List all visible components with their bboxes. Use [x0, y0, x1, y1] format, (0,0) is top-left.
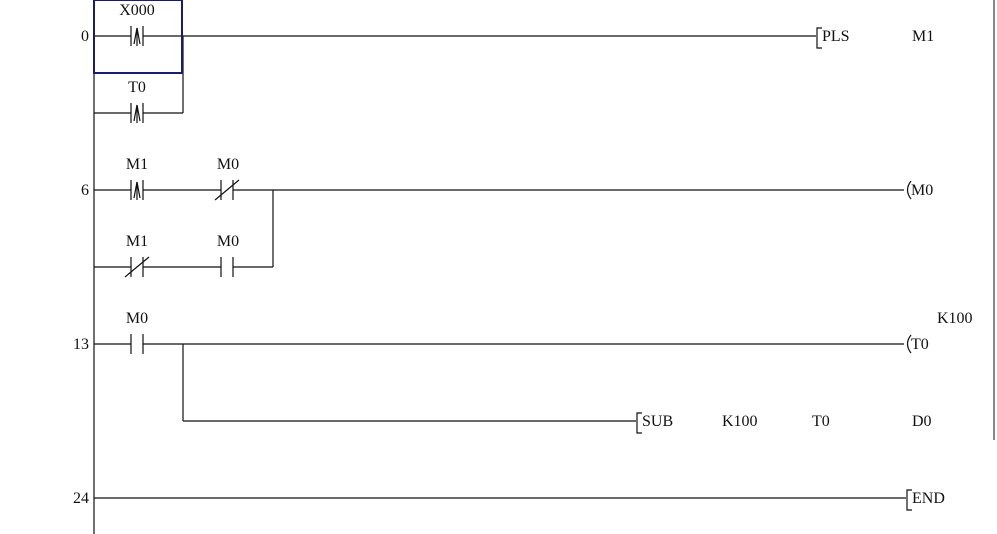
contact-label: M0 [217, 233, 239, 250]
step-number: 0 [81, 28, 89, 45]
contact-label: M1 [126, 156, 148, 173]
selection-cursor[interactable] [93, 0, 183, 74]
rung-6[interactable]: M1 M0 M1 M0 M0 [94, 156, 933, 278]
rising-edge-contact-icon[interactable] [130, 180, 144, 200]
instruction-operand: M1 [912, 28, 934, 45]
instruction-operand: D0 [912, 413, 932, 430]
rising-edge-contact-icon[interactable] [130, 103, 144, 123]
contact-label: X000 [119, 2, 155, 19]
rung-13[interactable]: M0 T0 K100 SUB K100 T0 D0 [94, 310, 973, 434]
contact-label: T0 [128, 79, 146, 96]
normally-closed-contact-icon[interactable] [214, 179, 240, 201]
rung-24[interactable]: END [94, 489, 945, 511]
contact-label: M1 [126, 233, 148, 250]
coil-setting: K100 [937, 310, 973, 327]
contact-label: M0 [126, 310, 148, 327]
coil-label: M0 [911, 182, 933, 199]
instruction-op: PLS [822, 28, 850, 45]
normally-open-contact-icon[interactable] [130, 334, 144, 354]
step-number: 13 [73, 336, 89, 353]
instruction-op: SUB [642, 413, 673, 430]
contact-label: M0 [217, 156, 239, 173]
coil-icon [906, 180, 912, 200]
coil-icon [906, 334, 912, 354]
normally-open-contact-icon[interactable] [220, 257, 234, 277]
instruction-operand: T0 [812, 413, 830, 430]
step-number: 6 [81, 182, 89, 199]
rung-0[interactable]: X000 T0 PLS M1 [94, 2, 934, 123]
instruction-op: END [912, 490, 945, 507]
coil-label: T0 [911, 336, 929, 353]
normally-closed-contact-icon[interactable] [124, 256, 150, 278]
step-number: 24 [73, 490, 89, 507]
instruction-operand: K100 [722, 413, 758, 430]
rising-edge-contact-icon[interactable] [130, 26, 144, 46]
